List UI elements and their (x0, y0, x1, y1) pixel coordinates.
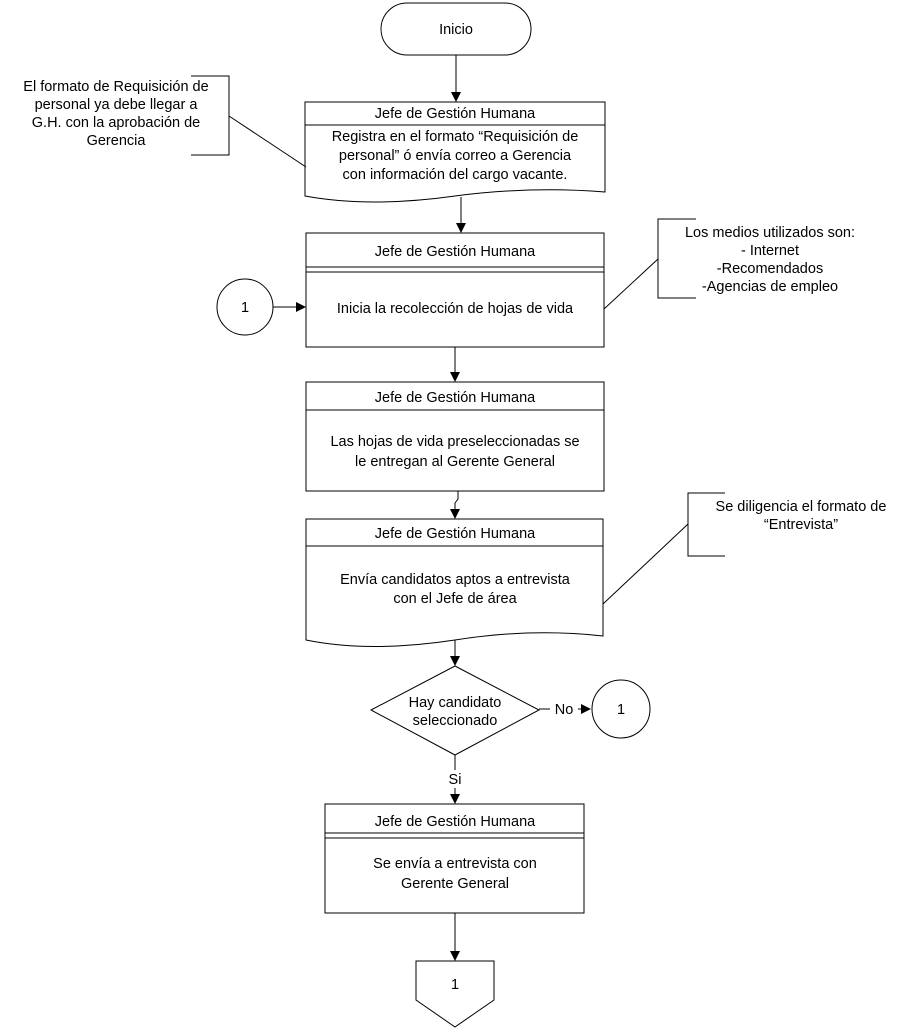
step-4-shape (305, 518, 604, 647)
step-1-document: Jefe de Gestión Humana Registra en el fo… (304, 101, 606, 203)
step-1-shape (304, 101, 606, 203)
arrow-step5-to-offpage (450, 913, 460, 961)
step-3-line-2: le entregan al Gerente General (355, 454, 555, 470)
offpage-connector-shape (415, 960, 495, 1028)
step-1-line-2: personal” ó envía correo a Gerencia (339, 148, 572, 164)
arrow-step2-to-step3 (450, 347, 460, 382)
arrow-step1-to-step2 (456, 197, 466, 233)
connector-1-incoming-label: 1 (241, 300, 249, 316)
annotation-3-line-2: “Entrevista” (764, 517, 838, 533)
branch-si-label: Si (449, 772, 462, 788)
step-4-role: Jefe de Gestión Humana (375, 526, 536, 542)
annotation-entrevista: Se diligencia el formato de “Entrevista” (602, 492, 887, 605)
annotation-2-line-3: -Recomendados (717, 261, 823, 277)
annotation-medios: Los medios utilizados son: - Internet -R… (603, 218, 855, 310)
annotation-requisicion: El formato de Requisición de personal ya… (23, 75, 307, 168)
annotation-1-line-4: Gerencia (87, 133, 147, 149)
step-2-process: Jefe de Gestión Humana Inicia la recolec… (305, 232, 605, 348)
branch-no-label: No (555, 702, 574, 718)
annotation-1-line-1: El formato de Requisición de (23, 79, 208, 95)
annotation-2-line-2: - Internet (741, 243, 799, 259)
start-label: Inicio (439, 22, 473, 38)
arrow-step3-to-step4 (450, 491, 460, 519)
annotation-3-line-1: Se diligencia el formato de (716, 499, 887, 515)
offpage-connector-1: 1 (415, 960, 495, 1028)
step-3-shape (305, 381, 605, 492)
step-5-process: Jefe de Gestión Humana Se envía a entrev… (324, 803, 585, 914)
step-3-role: Jefe de Gestión Humana (375, 390, 536, 406)
offpage-connector-label: 1 (451, 977, 459, 993)
step-1-role: Jefe de Gestión Humana (375, 106, 536, 122)
step-5-line-2: Gerente General (401, 876, 509, 892)
step-4-line-2: con el Jefe de área (393, 591, 517, 607)
branch-no: No (539, 700, 591, 718)
arrow-step4-to-decision (450, 640, 460, 666)
connector-1-outgoing: 1 (591, 679, 651, 739)
connector-1-outgoing-label: 1 (617, 702, 625, 718)
decision-line-2: seleccionado (413, 713, 498, 729)
annotation-1-line-2: personal ya debe llegar a (35, 97, 199, 113)
arrow-start-to-step1 (451, 55, 461, 102)
annotation-1-line-3: G.H. con la aprobación de (32, 115, 200, 131)
decision-line-1: Hay candidato (409, 695, 502, 711)
step-3-line-1: Las hojas de vida preseleccionadas se (330, 434, 579, 450)
connector-1-outgoing-shape (591, 679, 651, 739)
step-5-role: Jefe de Gestión Humana (375, 814, 536, 830)
step-3-process: Jefe de Gestión Humana Las hojas de vida… (305, 381, 605, 492)
step-2-role: Jefe de Gestión Humana (375, 244, 536, 260)
step-1-line-3: con información del cargo vacante. (343, 167, 568, 183)
step-2-shape (305, 232, 605, 348)
annotation-2-line-1: Los medios utilizados son: (685, 225, 855, 241)
connector-1-incoming: 1 (216, 278, 306, 336)
annotation-2-line-4: -Agencias de empleo (702, 279, 838, 295)
step-5-line-1: Se envía a entrevista con (373, 856, 537, 872)
step-4-document: Jefe de Gestión Humana Envía candidatos … (305, 518, 604, 647)
branch-si: Si (444, 755, 466, 804)
step-1-line-1: Registra en el formato “Requisición de (332, 129, 579, 145)
step-4-line-1: Envía candidatos aptos a entrevista (340, 572, 571, 588)
step-5-shape (324, 803, 585, 914)
step-2-line-1: Inicia la recolección de hojas de vida (337, 301, 574, 317)
start-terminator: Inicio (380, 2, 532, 56)
decision-candidato: Hay candidato seleccionado (369, 665, 541, 756)
